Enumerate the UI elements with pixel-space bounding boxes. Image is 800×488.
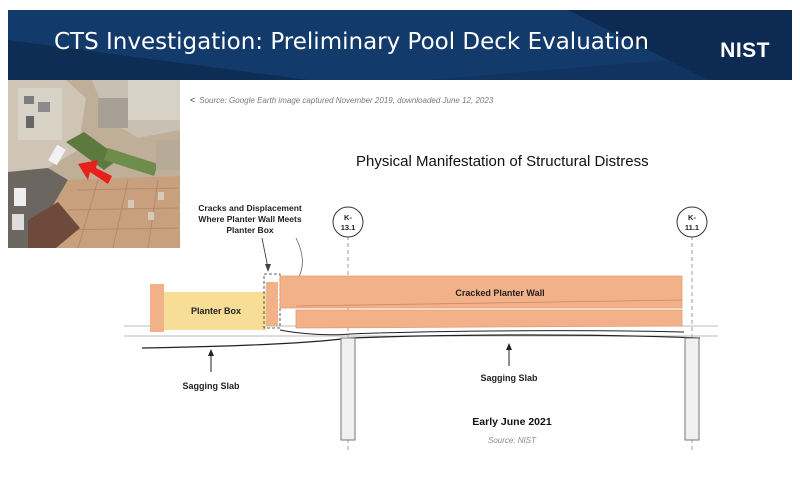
grid-bubble-k13-line1: K- <box>344 213 352 222</box>
callout-line2: Where Planter Wall Meets <box>198 214 301 224</box>
diagram-title: Physical Manifestation of Structural Dis… <box>356 153 649 170</box>
wall-base-line <box>279 329 685 336</box>
planter-box-left-wall <box>150 284 164 332</box>
chevron-left-icon: < <box>190 95 196 105</box>
aerial-photo <box>8 80 180 248</box>
column-k11 <box>684 337 700 441</box>
slide-title: CTS Investigation: Preliminary Pool Deck… <box>54 29 649 55</box>
cracked-planter-wall-base <box>295 309 683 329</box>
callout-line3: Planter Box <box>226 225 274 235</box>
displaced-wall-segment <box>266 282 278 326</box>
grid-bubble-k13-line2: 13.1 <box>341 223 356 232</box>
callout-line1: Cracks and Displacement <box>198 203 302 213</box>
planter-box <box>164 292 266 330</box>
aerial-photo-image <box>8 80 180 248</box>
planter-wall-label: Cracked Planter Wall <box>455 288 544 298</box>
grid-bubble-k11-line2: 11.1 <box>685 223 699 232</box>
sagging-right-arrow-head-icon <box>506 343 512 350</box>
sagging-slab-line <box>141 334 701 349</box>
planter-box-label: Planter Box <box>191 306 241 316</box>
header-decoration <box>8 10 792 80</box>
column-k13 <box>340 337 356 441</box>
photo-source-text: Source: Google Earth image captured Nove… <box>199 96 494 105</box>
grid-bubble-k11 <box>676 206 708 238</box>
callout-arrow-head-icon <box>265 264 271 272</box>
sagging-slab-right-label: Sagging Slab <box>480 373 538 383</box>
sagging-left-arrow-head-icon <box>208 349 214 356</box>
callout-arrow <box>261 237 269 269</box>
sagging-slab-left-label: Sagging Slab <box>182 381 240 391</box>
grid-bubble-k11-line1: K- <box>688 213 696 222</box>
date-label: Early June 2021 <box>472 416 552 428</box>
cracked-planter-wall <box>279 275 683 309</box>
nist-logo: NIST <box>720 39 770 62</box>
header-bar: CTS Investigation: Preliminary Pool Deck… <box>8 10 792 80</box>
red-arrow-icon <box>78 160 112 184</box>
wall-crack-line <box>295 299 683 307</box>
photo-source-note: <Source: Google Earth image captured Nov… <box>190 95 493 105</box>
diagram-source: Source: NIST <box>488 436 537 445</box>
grid-bubble-k13 <box>332 206 364 238</box>
